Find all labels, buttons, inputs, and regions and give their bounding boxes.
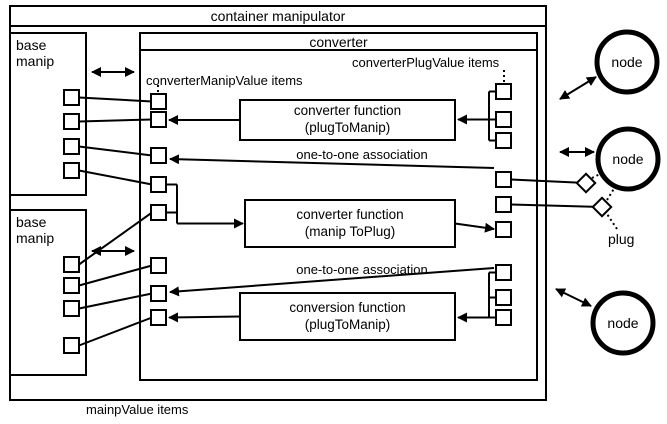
node-2-label: node <box>612 151 644 167</box>
association-arrow-bottom <box>169 267 495 297</box>
association-arrow-top <box>169 154 495 169</box>
converter-manip-item-square <box>150 147 167 164</box>
association-bottom-label: one-to-one association <box>296 262 428 277</box>
link-line <box>78 169 153 186</box>
function3-output-arrow <box>168 312 241 323</box>
function-2-label: converter function (manip ToPlug) <box>245 200 455 247</box>
double-arrows <box>91 67 597 307</box>
function-1-label: converter function (plugToManip) <box>240 100 455 140</box>
association-arrows <box>169 154 495 297</box>
converter-plug-item-square <box>495 309 512 326</box>
function-3-box <box>239 292 456 341</box>
plug-label: plug <box>608 231 635 247</box>
container-manipulator-title: container manipulator <box>210 8 346 24</box>
node-3-label: node <box>607 315 639 331</box>
converter-plug-item-square <box>495 132 512 149</box>
base-manip-top-label: base manip <box>16 37 55 70</box>
converter-plug-item-square <box>495 83 512 100</box>
base-manip-item-square <box>63 89 80 106</box>
function-1-line1: converter function <box>293 103 402 119</box>
converter-node1-arrow <box>559 76 597 100</box>
base-manip-item-square <box>63 113 80 130</box>
converter-title: converter <box>309 34 368 50</box>
function-1-line2: (plugToManip) <box>304 120 391 135</box>
base-manip-item-square <box>63 256 80 273</box>
node-1-label: node <box>611 54 643 70</box>
mainp-items-label: mainpValue items <box>86 402 189 417</box>
converter-plug-item-square <box>495 264 512 281</box>
converter-plug-item-square <box>495 111 512 128</box>
converter-manip-item-square <box>150 257 167 274</box>
link-line <box>78 264 153 287</box>
plug-diamond <box>575 172 597 194</box>
function-wiring <box>165 90 496 323</box>
base-manip-item-squares <box>63 89 80 354</box>
base-manip-item-square <box>63 300 80 317</box>
converter-manip-items-label: converterManipValue items <box>146 73 303 88</box>
function-3-label: conversion function (plugToManip) <box>240 293 455 340</box>
base-manip-bottom-box <box>9 209 87 376</box>
base-manip-item-square <box>63 337 80 354</box>
converter-plug-item-square <box>495 289 512 306</box>
function-2-box <box>244 199 456 248</box>
diamond2-node-dotted <box>606 186 616 201</box>
node-circle <box>595 126 661 192</box>
function-2-line2: (manip ToPlug) <box>304 223 396 239</box>
base-manip-item-square <box>63 138 80 155</box>
converter-node3-arrow <box>555 288 592 307</box>
node-circle <box>590 290 656 356</box>
function-3-line1: conversion function <box>289 299 406 315</box>
converter-plug-items-label: converterPlugValue items <box>352 55 500 70</box>
function-1-box <box>239 99 456 141</box>
function-2-line1: converter function <box>296 206 404 222</box>
link-line <box>78 316 153 347</box>
converter-manip-item-square <box>150 176 167 193</box>
converter-manip-item-square <box>150 309 167 326</box>
container-manipulator-box <box>9 5 547 401</box>
link-line <box>78 118 153 123</box>
link-line <box>78 292 153 310</box>
converter-plug-item-square <box>495 171 512 188</box>
converter-manip-item-square <box>150 93 167 110</box>
function2-output-arrow <box>454 222 495 233</box>
item-link-lines <box>78 96 153 347</box>
association-top-label: one-to-one association <box>296 147 428 162</box>
plug-label-dotted <box>606 213 618 230</box>
plug-lines <box>510 178 603 208</box>
converter-manip-item-square <box>150 111 167 128</box>
converter-manip-item-square <box>150 285 167 302</box>
link-line <box>78 96 153 103</box>
base-manip-item-square <box>63 162 80 179</box>
converter-plug-item-squares <box>495 83 512 326</box>
base-manip-top-box <box>9 32 87 196</box>
converter-manip-item-squares <box>150 93 167 326</box>
converter-plug-item-square <box>495 221 512 238</box>
base-manip-item-square <box>63 277 80 294</box>
converter-box <box>139 32 538 381</box>
converter-manip-item-square <box>150 204 167 221</box>
link-line <box>78 145 153 157</box>
function-3-line2: (plugToManip) <box>304 316 391 332</box>
link-line <box>78 211 153 266</box>
plug-diamond <box>591 196 613 218</box>
converter-plug-item-square <box>495 196 512 213</box>
plug-line <box>510 178 587 184</box>
plug-line <box>510 203 603 208</box>
base-manip-bottom-label: base manip <box>16 214 55 247</box>
node-circle <box>594 29 660 95</box>
